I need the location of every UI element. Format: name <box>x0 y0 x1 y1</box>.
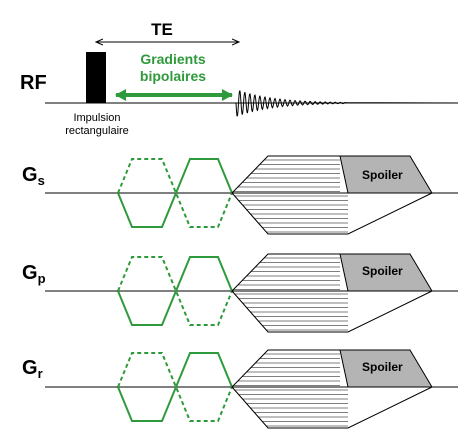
row-label-rf: RF <box>20 72 47 94</box>
bipolar-gradient-dashed-gs <box>117 158 233 228</box>
row-label-gr: Gr <box>22 357 43 381</box>
bipolar-gradient-dashed-gr <box>117 352 233 422</box>
spoiler-label-gr: Spoiler <box>362 360 403 374</box>
spoiler-block-gs <box>339 155 433 194</box>
gradient-label-line2: bipolaires <box>140 68 206 84</box>
gradient-label-line1: Gradients <box>140 51 206 67</box>
bipolar-gradient-solid-gs <box>117 158 233 228</box>
rectangular-pulse <box>86 52 106 103</box>
bipolar-gradient-solid-gr <box>117 352 233 422</box>
gradient-rows <box>45 155 458 429</box>
bipolar-gradient-dashed-gp <box>117 256 233 326</box>
echo-signal <box>232 90 459 117</box>
spoiler-label-gp: Spoiler <box>362 264 403 278</box>
te-label: TE <box>151 20 173 39</box>
bipolar-gradient-solid-gp <box>117 256 233 326</box>
row-label-gp: Gp <box>22 262 46 286</box>
row-label-gs: Gs <box>22 164 45 188</box>
pulse-label-line1: Impulsion <box>73 112 120 124</box>
pulse-label-line2: rectangulaire <box>65 125 129 137</box>
spoiler-block-gr <box>339 349 433 388</box>
spoiler-block-gp <box>339 253 433 292</box>
spoiler-label-gs: Spoiler <box>362 168 403 182</box>
